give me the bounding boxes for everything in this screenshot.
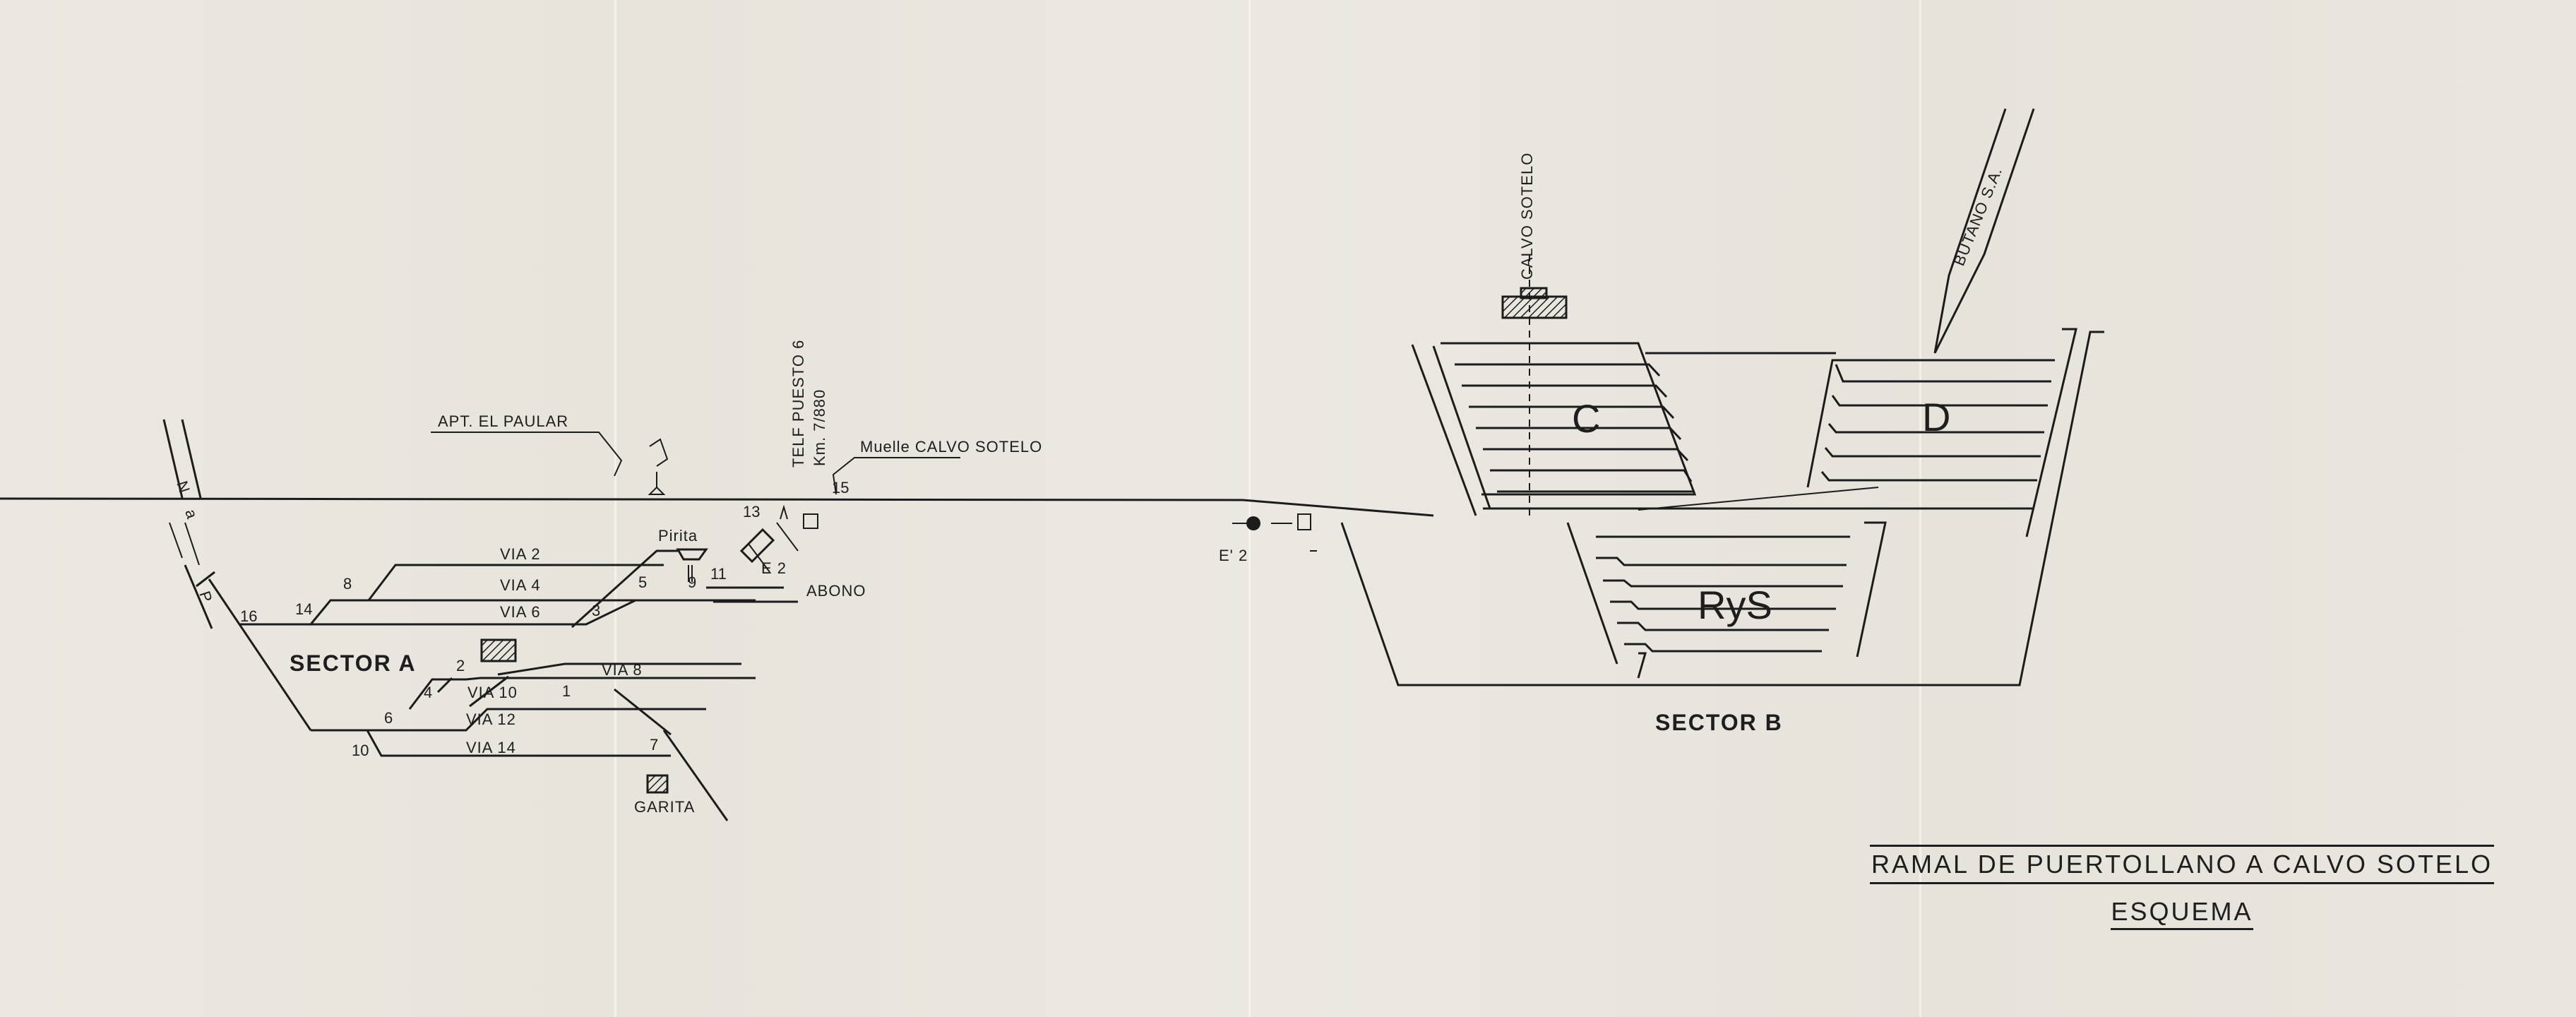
direction-label-p: P xyxy=(196,589,215,605)
via-8-label: VIA 8 xyxy=(602,661,643,679)
north-label: N xyxy=(173,479,193,495)
sector-a-building xyxy=(480,638,517,662)
diagram-title: RAMAL DE PUERTOLLANO A CALVO SOTELO xyxy=(1870,845,2494,884)
switch-9: 9 xyxy=(688,573,696,591)
sector-b-outline xyxy=(1340,328,2104,686)
e2-prime-label: E' 2 xyxy=(1219,547,1248,564)
via-4-label: VIA 4 xyxy=(500,576,541,594)
km-label: Km. 7/880 xyxy=(811,389,828,466)
pirita-label: Pirita xyxy=(658,527,698,545)
calvo-sotelo-label: CALVO SOTELO xyxy=(1518,153,1536,280)
e2-signal xyxy=(739,504,818,573)
switch-15: 15 xyxy=(832,479,849,496)
butano-tracks xyxy=(1933,108,2035,354)
muelle-label: Muelle CALVO SOTELO xyxy=(860,438,1042,456)
block-rys-label: RyS xyxy=(1698,583,1772,627)
switch-4: 4 xyxy=(424,684,432,701)
switch-8: 8 xyxy=(343,575,352,593)
via-6-label: VIA 6 xyxy=(500,603,541,621)
garita-label: GARITA xyxy=(634,798,695,816)
sector-a-tracks xyxy=(208,549,798,821)
e2-prime-point xyxy=(1232,513,1317,552)
switch-2: 2 xyxy=(456,657,465,674)
block-c-label: C xyxy=(1572,396,1600,441)
main-line xyxy=(0,497,1434,517)
switch-6: 6 xyxy=(384,709,393,727)
via-10-label: VIA 10 xyxy=(467,684,518,701)
switch-10: 10 xyxy=(352,742,369,759)
via-14-label: VIA 14 xyxy=(466,739,516,756)
switch-11: 11 xyxy=(710,565,727,583)
block-d xyxy=(1483,359,2055,511)
block-rys xyxy=(1566,521,1887,679)
telf-puesto-label: TELF PUESTO 6 xyxy=(789,340,807,468)
via-2-label: VIA 2 xyxy=(500,545,541,563)
switch-1: 1 xyxy=(562,682,571,700)
muelle-leader xyxy=(832,457,960,495)
sector-b-label: SECTOR B xyxy=(1655,710,1783,735)
abono-label: ABONO xyxy=(806,582,866,600)
switch-3: 3 xyxy=(592,602,600,619)
direction-label-a: a xyxy=(181,507,201,521)
pirita-platform xyxy=(676,548,708,582)
north-arrow xyxy=(162,419,215,629)
switch-13: 13 xyxy=(743,503,760,521)
apt-el-paular-label: APT. EL PAULAR xyxy=(438,412,568,430)
switch-5: 5 xyxy=(638,573,647,591)
e2-label: E 2 xyxy=(761,559,787,577)
via-12-label: VIA 12 xyxy=(466,710,516,728)
apt-el-paular-marker xyxy=(431,432,669,495)
switch-16: 16 xyxy=(240,607,257,625)
fold-line xyxy=(614,0,616,1017)
diagram-subtitle: ESQUEMA xyxy=(2111,897,2253,930)
block-d-label: D xyxy=(1922,395,1950,439)
sector-a-label: SECTOR A xyxy=(290,650,417,676)
switch-7: 7 xyxy=(650,736,658,754)
garita-building xyxy=(646,774,669,794)
switch-14: 14 xyxy=(295,600,312,618)
title-block: RAMAL DE PUERTOLLANO A CALVO SOTELO ESQU… xyxy=(1836,845,2528,930)
fold-line xyxy=(1248,0,1251,1017)
block-c xyxy=(1441,342,1836,496)
